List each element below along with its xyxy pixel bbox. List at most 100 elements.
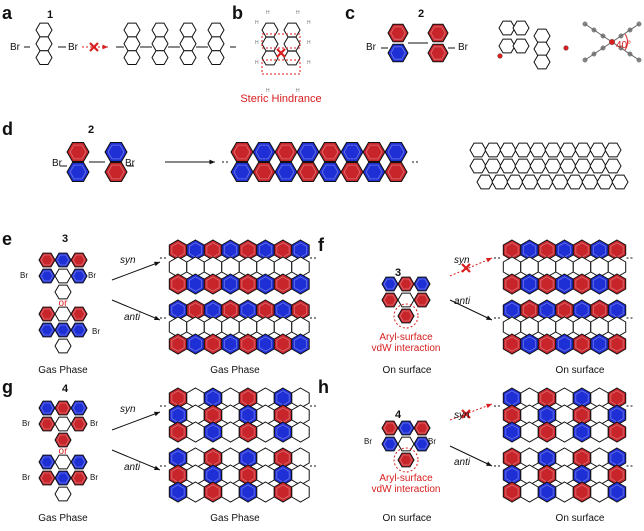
ring-highlight — [415, 278, 429, 290]
ribbon-ring — [230, 142, 254, 162]
ring-highlight — [72, 472, 86, 484]
ballstick-ribbon-ring — [514, 142, 532, 158]
polymer-syn-h-ring — [607, 421, 627, 443]
aryl-surface-caption-h-1: Aryl-surface — [379, 473, 433, 484]
ballstick-ribbon-ring — [499, 158, 517, 174]
ballstick-ribbon-ring — [559, 142, 577, 158]
hydrogen-label: H — [266, 10, 270, 16]
ring-highlight — [206, 336, 220, 352]
ring-highlight — [72, 402, 86, 414]
monomer-3-ring — [54, 306, 72, 322]
ballstick-ribbon-ring — [604, 158, 622, 174]
br-label-d-right: Br — [125, 158, 135, 169]
ring-highlight — [540, 336, 554, 352]
compound-3-label-e: 3 — [62, 233, 69, 245]
ring-highlight — [56, 434, 70, 446]
on-surface-caption-f-right: On surface — [555, 365, 605, 376]
on-surface-caption-h-right: On surface — [555, 513, 605, 524]
ring-highlight — [223, 276, 238, 292]
polymer-ring — [179, 22, 197, 38]
hydrogen-label: H — [307, 40, 311, 46]
monomer-4-ring — [38, 470, 56, 486]
ring-highlight — [276, 336, 290, 352]
ballstick-ring — [533, 54, 551, 70]
monomer-4-ring — [38, 454, 56, 470]
ring-highlight — [540, 484, 554, 500]
anti-arrow-g-head — [154, 465, 160, 471]
gas-phase-caption-g-left: Gas Phase — [38, 513, 88, 524]
bromine-atom — [497, 53, 503, 59]
ring-highlight — [299, 164, 317, 180]
monomer-4-ring — [70, 416, 88, 432]
ring-red — [387, 23, 409, 43]
ring-highlight — [321, 164, 339, 180]
panel-label-h: h — [318, 377, 329, 397]
or-label-g: or — [58, 446, 68, 457]
syn-arrow-e-head — [154, 261, 160, 267]
ring-highlight — [255, 164, 273, 180]
anti-arrow-f-head — [486, 315, 492, 320]
ribbon-ring — [252, 162, 276, 182]
ring-highlight — [188, 276, 203, 292]
ring-highlight — [188, 336, 203, 352]
br-label-d-left: Br — [52, 158, 62, 169]
ballstick-ribbon-ring — [596, 174, 614, 190]
panel-label-f: f — [318, 235, 324, 255]
ring-highlight — [56, 472, 70, 484]
compound-3-label-f: 3 — [395, 267, 402, 279]
ring-highlight — [299, 144, 317, 160]
polymer-ring — [179, 36, 197, 52]
br-label-g2-right: Br — [90, 473, 98, 482]
polymer-syn-h-ring — [555, 421, 574, 443]
ballstick-ribbon-ring — [611, 174, 629, 190]
ballstick-ribbon-ring — [566, 174, 584, 190]
ring-red — [427, 43, 449, 63]
ribbon-ring — [318, 162, 342, 182]
monomer-3-surface-ring — [397, 276, 415, 292]
ring-highlight — [107, 164, 125, 180]
ribbon-ring — [362, 142, 386, 162]
ballstick-ribbon-ring — [469, 142, 487, 158]
br-label-2-left: Br — [366, 42, 376, 53]
polymer-syn-h-ring — [590, 421, 609, 443]
polymer-anti-g-ring — [256, 481, 275, 503]
polymer-anti-h-ring — [590, 481, 609, 503]
ring-highlight — [40, 402, 54, 414]
anthracene-ring — [35, 50, 53, 65]
anti-arrow-g — [111, 449, 161, 471]
polymer-anti-g-ring — [291, 481, 310, 503]
ring-highlight — [233, 144, 251, 160]
ring-highlight — [343, 144, 361, 160]
hydrogen-label: H — [307, 60, 311, 66]
syn-blocked-cross-h — [461, 409, 471, 419]
monomer-4-surface-ring — [413, 436, 431, 452]
ring-highlight — [171, 336, 185, 352]
anthracene-ring — [35, 22, 53, 38]
gas-phase-caption-e-right: Gas Phase — [210, 365, 260, 376]
ballstick-ribbon-ring — [581, 174, 599, 190]
br-label-e2-right: Br — [92, 327, 100, 336]
br-label-g1-right: Br — [90, 419, 98, 428]
monomer-4-ring — [70, 454, 88, 470]
br-label-h-right: Br — [428, 437, 436, 446]
ring-highlight — [206, 424, 220, 440]
compound-4-label-g: 4 — [62, 383, 69, 395]
ring-highlight — [72, 418, 86, 430]
ballstick-ribbon-ring — [514, 158, 532, 174]
monomer-3-surface-ring — [397, 292, 415, 308]
anti-arrow-h — [449, 445, 493, 467]
ring-highlight — [276, 484, 290, 500]
ring-highlight — [575, 276, 589, 292]
side-view-center — [609, 39, 616, 46]
ribbon-ring — [252, 142, 276, 162]
ribbon-ring — [296, 162, 320, 182]
syn-arrow-h-head — [486, 403, 492, 409]
ballstick-ring — [533, 41, 551, 57]
ring-blue — [387, 43, 409, 63]
ring-highlight — [171, 276, 185, 292]
ring-highlight — [40, 324, 54, 336]
monomer-3-surface-ring — [397, 308, 415, 324]
ribbon-ring — [318, 142, 342, 162]
polymer-anti-g-ring — [221, 481, 240, 503]
ring-highlight — [415, 422, 429, 434]
